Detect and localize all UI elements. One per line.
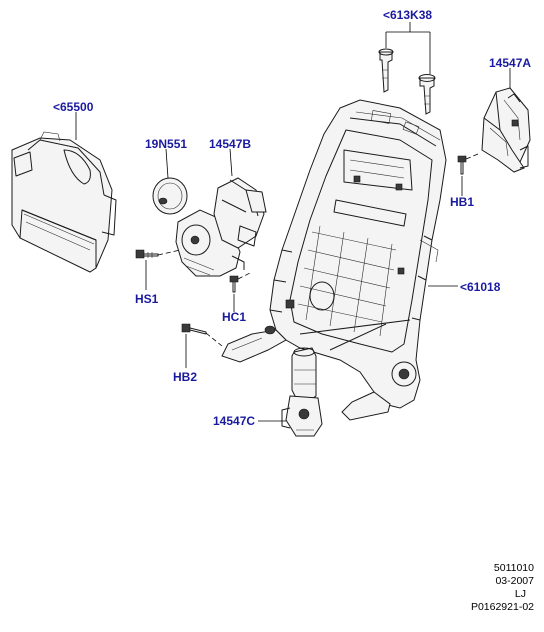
leader-lines <box>75 22 511 422</box>
seat-back-panel-part <box>11 131 117 273</box>
screw-hc1 <box>229 275 239 293</box>
footer-initials: LJ <box>514 588 526 600</box>
bracket-part <box>481 87 531 173</box>
pin-pair-part <box>378 48 436 115</box>
seat-frame-part <box>221 99 447 421</box>
callout-hs1: HS1 <box>135 292 159 306</box>
screw-hb1 <box>457 155 467 175</box>
callout-61018: <61018 <box>460 280 501 294</box>
footer-code: 5011010 <box>493 562 534 574</box>
callout-hc1: HC1 <box>222 310 247 324</box>
round-disc-part <box>152 177 188 215</box>
callout-19n551: 19N551 <box>145 137 188 151</box>
callout-14547c: 14547C <box>213 414 256 428</box>
footer-date: 03-2007 <box>495 575 534 587</box>
callout-14547b: 14547B <box>209 137 252 151</box>
motor-assembly-part <box>175 177 267 277</box>
callout-hb1: HB1 <box>450 195 475 209</box>
screw-hb2 <box>181 323 207 335</box>
callout-hb2: HB2 <box>173 370 198 384</box>
footer-drawing-number: P0162921-02 <box>470 601 534 613</box>
callout-14547a: 14547A <box>489 56 532 70</box>
footer-block: 5011010 03-2007 LJ P0162921-02 <box>471 562 534 614</box>
callout-65500: <65500 <box>53 100 94 114</box>
callout-613k38: <613K38 <box>383 8 433 22</box>
screw-hs1 <box>135 249 159 259</box>
lower-motor-part <box>281 347 323 437</box>
